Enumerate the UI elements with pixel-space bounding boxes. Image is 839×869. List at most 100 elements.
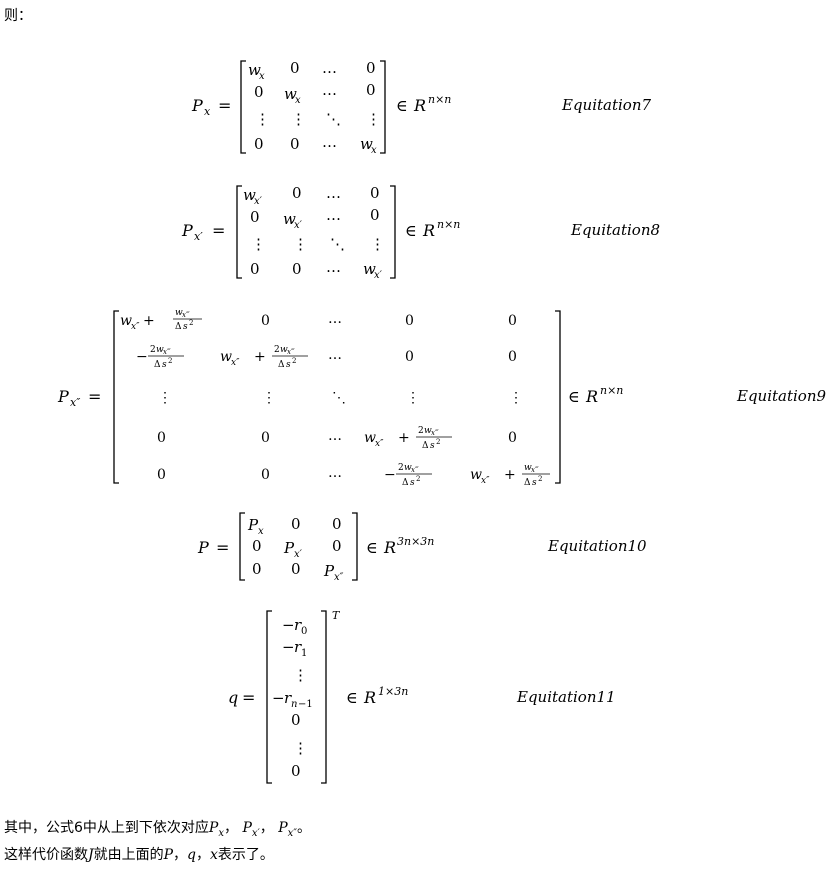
svg-text:−: − xyxy=(136,349,148,365)
svg-text:0: 0 xyxy=(370,184,380,202)
eq7-lhs: P xyxy=(191,96,203,115)
svg-text:0: 0 xyxy=(261,430,270,446)
svg-text:w: w xyxy=(404,463,412,473)
eq7-lhs-sub: x xyxy=(204,105,211,118)
eq7-in: ∈ xyxy=(396,96,408,115)
svg-text:−: − xyxy=(384,467,396,483)
svg-text:⋮: ⋮ xyxy=(293,739,308,757)
svg-text:n: n xyxy=(291,699,297,710)
footer-line-2: 这样代价函数J就由上面的P，q，x表示了。 xyxy=(4,847,274,863)
sym-x: x xyxy=(210,847,218,863)
svg-text:…: … xyxy=(326,184,341,202)
svg-text:0: 0 xyxy=(157,430,166,446)
svg-text:0: 0 xyxy=(252,560,262,578)
svg-text:∈: ∈ xyxy=(366,538,378,557)
svg-text:x‴: x‴ xyxy=(163,348,171,356)
svg-text:w: w xyxy=(364,430,376,446)
svg-text:s: s xyxy=(430,441,435,451)
svg-text:2: 2 xyxy=(150,345,156,355)
svg-text:0: 0 xyxy=(366,59,376,77)
svg-text:x‴: x‴ xyxy=(431,429,439,437)
svg-text:0: 0 xyxy=(291,711,301,729)
svg-text:Δ: Δ xyxy=(422,441,429,451)
eq7-equals: = xyxy=(218,96,231,115)
svg-text:w: w xyxy=(284,85,297,103)
svg-text:0: 0 xyxy=(508,349,517,365)
svg-text:+: + xyxy=(504,467,516,483)
svg-text:T: T xyxy=(332,609,341,622)
svg-text:+: + xyxy=(143,313,155,329)
svg-text:⋱: ⋱ xyxy=(332,390,346,406)
svg-text:2: 2 xyxy=(538,475,542,483)
svg-text:P: P xyxy=(181,221,193,240)
svg-text:s: s xyxy=(410,478,415,488)
svg-text:2: 2 xyxy=(274,345,280,355)
svg-text:⋱: ⋱ xyxy=(330,235,345,253)
svg-text:…: … xyxy=(322,81,337,99)
svg-text:0: 0 xyxy=(254,135,264,153)
svg-text:w: w xyxy=(243,186,256,204)
svg-text:s: s xyxy=(162,360,167,370)
svg-text:x″: x″ xyxy=(131,322,140,332)
svg-text:x: x xyxy=(371,145,377,156)
svg-text:x‴: x‴ xyxy=(411,466,419,474)
svg-text:x: x xyxy=(258,526,264,537)
svg-text:⋮: ⋮ xyxy=(293,666,308,684)
svg-text:0: 0 xyxy=(261,313,270,329)
svg-text:2: 2 xyxy=(292,357,296,365)
sym-j: J xyxy=(88,847,94,863)
svg-text:−: − xyxy=(282,616,295,634)
svg-text:P: P xyxy=(323,562,335,580)
svg-text:⋮: ⋮ xyxy=(262,390,276,406)
svg-text:2: 2 xyxy=(189,319,193,327)
svg-text:x‴: x‴ xyxy=(287,348,295,356)
svg-text:n×n: n×n xyxy=(437,218,460,231)
svg-text:=: = xyxy=(242,688,255,707)
svg-text:1: 1 xyxy=(301,648,307,659)
svg-text:…: … xyxy=(322,133,337,151)
svg-text:x″: x″ xyxy=(375,439,384,449)
svg-text:q: q xyxy=(228,688,238,707)
svg-text:⋮: ⋮ xyxy=(370,235,385,253)
svg-text:0: 0 xyxy=(508,430,517,446)
svg-text:⋮: ⋮ xyxy=(406,390,420,406)
svg-text:w: w xyxy=(283,210,296,228)
svg-text:0: 0 xyxy=(254,83,264,101)
svg-text:x″: x″ xyxy=(334,572,344,583)
svg-text:…: … xyxy=(328,465,342,481)
svg-text:x″: x″ xyxy=(231,358,240,368)
svg-text:⋮: ⋮ xyxy=(255,110,270,128)
svg-text:1×3n: 1×3n xyxy=(378,685,408,698)
svg-text:P: P xyxy=(197,538,209,557)
svg-text:0: 0 xyxy=(290,59,300,77)
svg-text:=: = xyxy=(212,221,225,240)
svg-text:0: 0 xyxy=(261,467,270,483)
footer-line1-prefix: 其中，公式6中从上到下依次对应 xyxy=(4,820,209,836)
svg-text:Δ: Δ xyxy=(154,360,161,370)
svg-text:0: 0 xyxy=(366,81,376,99)
eq7-space: R xyxy=(413,96,426,115)
svg-text:0: 0 xyxy=(252,537,262,555)
eq10-label: Equitation10 xyxy=(548,537,647,555)
svg-text:+: + xyxy=(254,349,266,365)
svg-text:∈: ∈ xyxy=(405,221,417,240)
svg-text:x″: x″ xyxy=(481,476,490,486)
svg-text:0: 0 xyxy=(291,762,301,780)
eq7-left-bracket xyxy=(240,60,246,154)
svg-text:w: w xyxy=(156,345,164,355)
svg-text:x′: x′ xyxy=(294,549,303,560)
sym-p: P xyxy=(163,847,174,863)
eq9-label: Equitation9 xyxy=(737,387,827,405)
eq8-label: Equitation8 xyxy=(571,221,661,239)
svg-text:…: … xyxy=(328,311,342,327)
svg-text:w: w xyxy=(470,467,482,483)
svg-text:0: 0 xyxy=(405,349,414,365)
svg-text:w: w xyxy=(524,463,532,473)
svg-text:…: … xyxy=(328,347,342,363)
svg-text:0: 0 xyxy=(332,537,342,555)
svg-text:w: w xyxy=(120,313,132,329)
svg-text:…: … xyxy=(322,59,337,77)
